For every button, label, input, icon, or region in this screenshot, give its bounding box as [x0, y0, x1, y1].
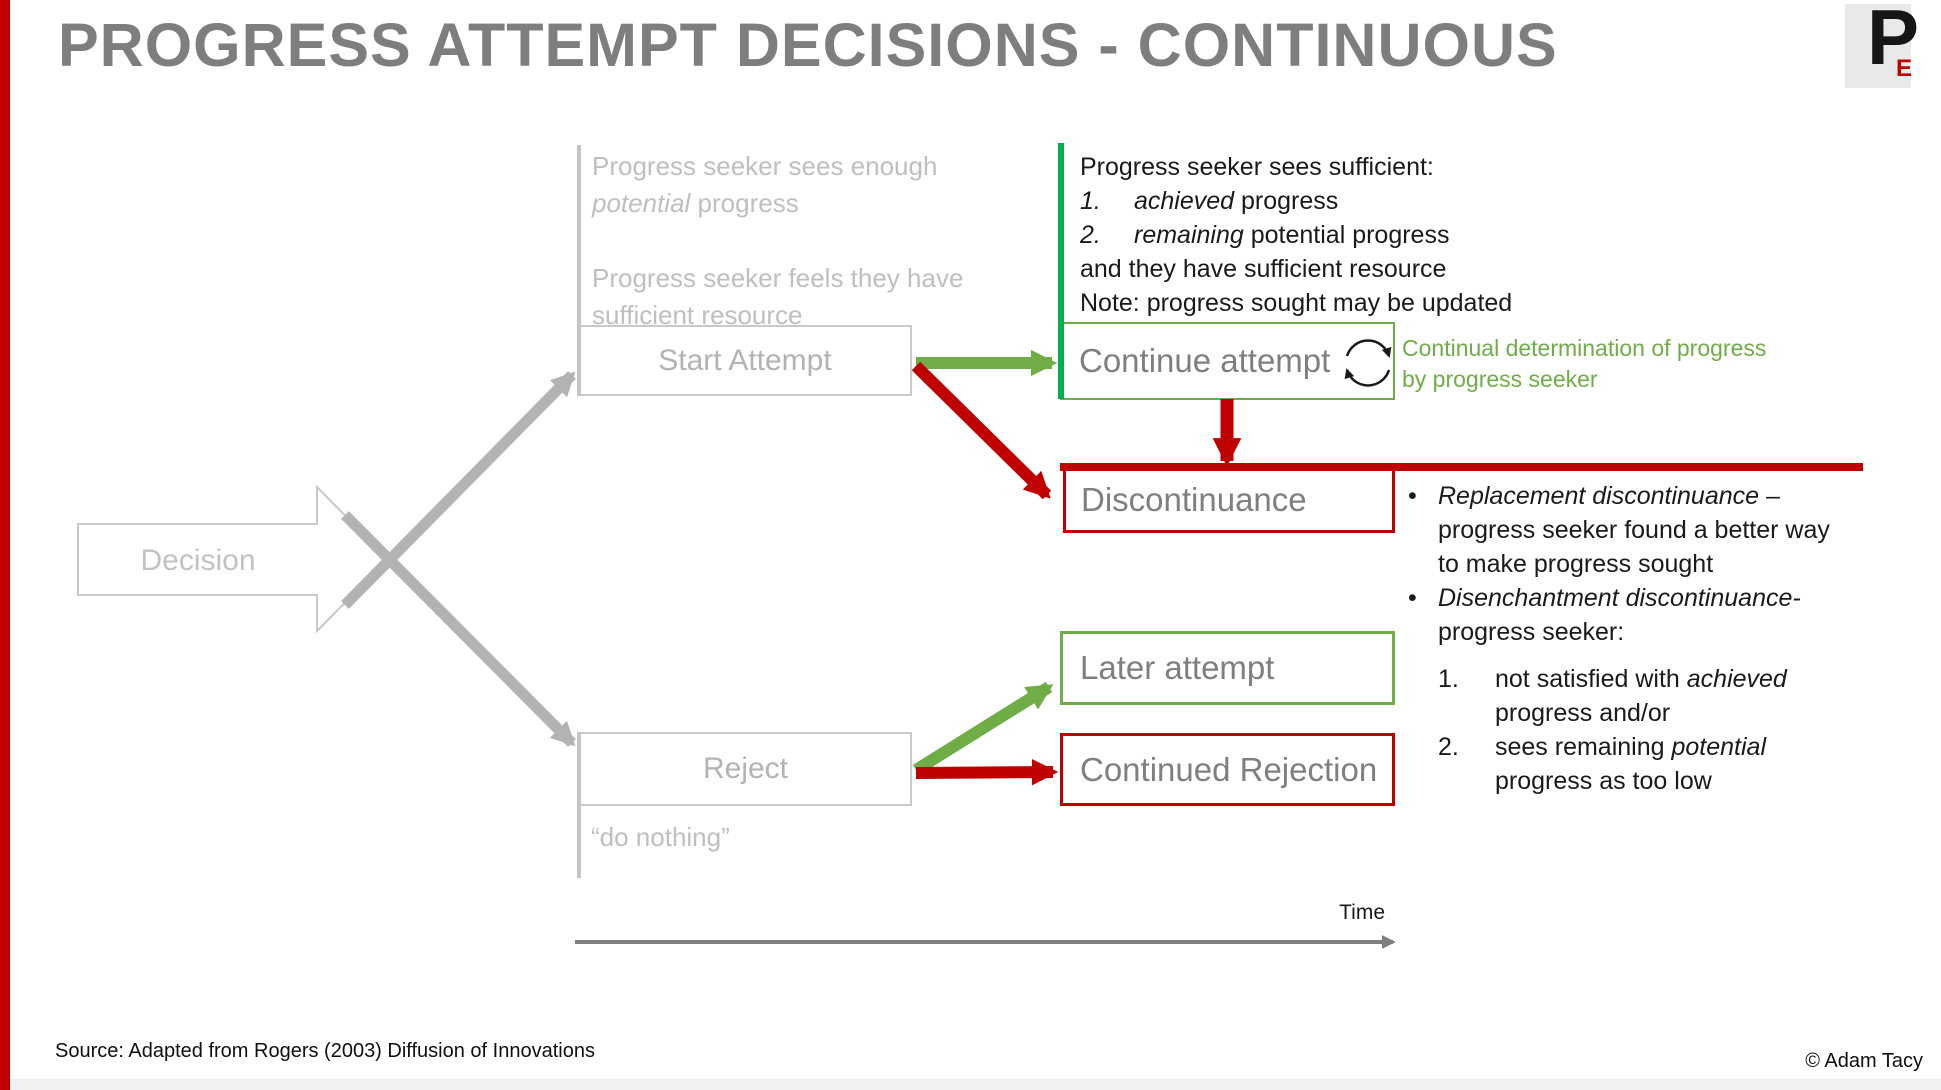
arrow-reject-to-continued-rejection: [915, 758, 1059, 786]
bullet-marker: •: [1408, 584, 1417, 612]
continual-determination-note: Continual determination of progress by p…: [1402, 333, 1766, 395]
sub-item-sees-remaining: 2. sees remaining potential progress as …: [1438, 733, 1767, 795]
node-continued-rejection: Continued Rejection: [1060, 733, 1395, 806]
decision-label: Decision: [140, 544, 255, 577]
copyright-notice: © Adam Tacy: [1805, 1050, 1923, 1072]
do-nothing-note: “do nothing”: [591, 822, 730, 852]
note-line: potential progress: [592, 188, 799, 218]
block-line: Note: progress sought may be updated: [1080, 289, 1513, 317]
node-start-attempt: Start Attempt: [578, 325, 912, 396]
bullet-replacement-discontinuance: • Replacement discontinuance – progress …: [1408, 479, 1830, 581]
branch-line-to-reject: [341, 511, 576, 747]
note-line: Continual determination of progress: [1402, 335, 1767, 361]
pe-logo: P E: [1845, 0, 1919, 88]
node-reject: Reject: [579, 732, 912, 806]
note-sees-enough-potential: Progress seeker sees enough potential pr…: [592, 148, 937, 222]
spacer: [1408, 649, 1828, 662]
block-item-2: 2.remaining potential progress: [1080, 221, 1450, 249]
node-discontinuance: Discontinuance: [1063, 467, 1395, 533]
source-citation: Source: Adapted from Rogers (2003) Diffu…: [55, 1040, 595, 1062]
logo-letter-p: P: [1867, 0, 1920, 81]
block-item-1: 1.achieved progress: [1080, 187, 1339, 215]
note-line: Progress seeker feels they have: [592, 263, 964, 293]
arrow-reject-to-later: [912, 681, 1054, 776]
sub-item-not-satisfied: 1. not satisfied with achieved progress …: [1438, 665, 1787, 727]
branch-line-to-start: [341, 371, 576, 609]
arrow-start-to-discontinuance: [911, 361, 1052, 500]
block-line: and they have sufficient resource: [1080, 255, 1447, 283]
logo-letter-e: E: [1896, 55, 1913, 82]
bottom-strip: [0, 1079, 1941, 1090]
note-sufficient-resource: Progress seeker feels they have sufficie…: [592, 260, 963, 334]
left-accent-bar: [0, 0, 10, 1090]
time-axis-label: Time: [1339, 901, 1385, 924]
node-continue-attempt: Continue attempt: [1060, 322, 1395, 400]
bullet-marker: •: [1408, 482, 1417, 510]
decision-arrow-shape: [77, 484, 390, 634]
node-later-attempt: Later attempt: [1060, 631, 1395, 705]
sufficient-conditions-block: Progress seeker sees sufficient: 1.achie…: [1080, 150, 1512, 320]
page-title: PROGRESS ATTEMPT DECISIONS - CONTINUOUS: [58, 11, 1558, 79]
note-line: by progress seeker: [1402, 366, 1598, 392]
discontinuance-notes: • Replacement discontinuance – progress …: [1408, 479, 1830, 798]
note-line: Progress seeker sees enough: [592, 151, 938, 181]
bullet-disenchantment-discontinuance: • Disenchantment discontinuance- progres…: [1408, 581, 1828, 649]
block-heading: Progress seeker sees sufficient:: [1080, 153, 1434, 181]
